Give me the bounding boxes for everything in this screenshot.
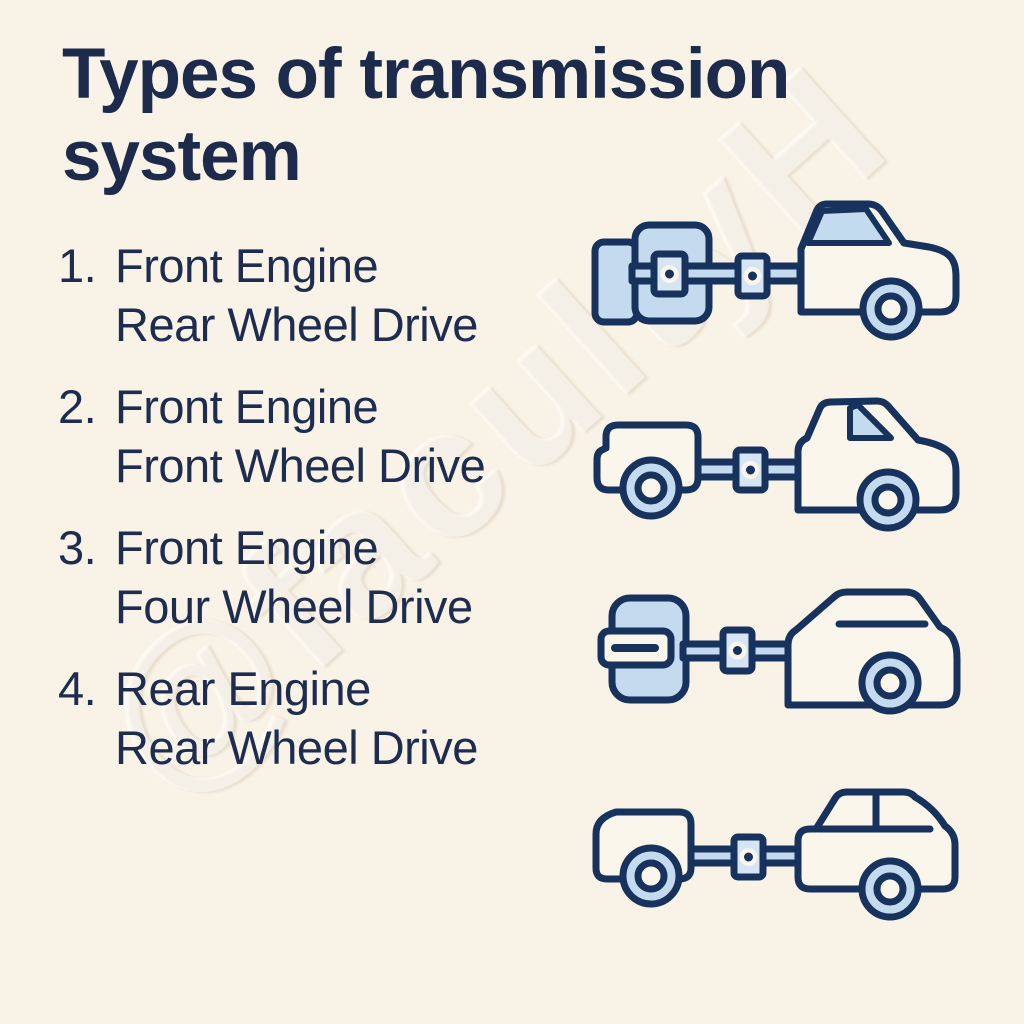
diagram-front-engine-rear-wheel-drive [591,200,960,341]
car-window [805,206,892,246]
list-item-number: 3. [58,521,97,574]
list-item-text: Rear Engine Rear Wheel Drive [115,659,478,777]
list-item-line1: Front Engine [115,239,379,292]
list-item-number: 1. [58,239,97,292]
list-item-line1: Rear Engine [115,662,371,715]
transmission-type-list: 1. Front Engine Rear Wheel Drive 2. Fron… [58,236,486,800]
list-item-text: Front Engine Rear Wheel Drive [115,236,478,354]
page-title: Types of transmission system [62,35,790,196]
list-item-line2: Rear Wheel Drive [115,298,478,351]
rear-wheel-hub [871,483,905,517]
list-item-4: 4. Rear Engine Rear Wheel Drive [58,659,485,777]
list-item-text: Front Engine Front Wheel Drive [115,377,486,495]
car-window [847,402,894,441]
car-body [794,788,959,893]
list-item-3: 3. Front Engine Four Wheel Drive [58,518,485,636]
joint-dot [744,852,753,862]
joint-dot [748,271,757,281]
list-item-line2: Four Wheel Drive [115,580,473,633]
rear-wheel-hub [873,666,907,700]
front-wheel-hub [634,859,668,893]
list-item-number: 4. [58,662,97,715]
gearbox-dot [665,269,674,279]
list-item-text: Front Engine Four Wheel Drive [115,518,473,636]
list-item-line2: Rear Wheel Drive [115,721,478,774]
list-item-line2: Front Wheel Drive [115,439,486,492]
list-item-2: 2. Front Engine Front Wheel Drive [58,377,486,495]
front-wheel-hub [634,471,668,505]
diagram-front-engine-front-wheel-drive [593,397,960,532]
joint-dot [733,646,742,655]
car-body [794,397,960,514]
list-item-line1: Front Engine [115,521,379,574]
rear-wheel-hub [874,292,908,326]
joint-dot [746,465,755,475]
rear-wheel-hub [873,872,907,906]
list-item-number: 2. [58,380,97,433]
list-item-line1: Front Engine [115,380,379,433]
list-item-1: 1. Front Engine Rear Wheel Drive [58,236,485,354]
diagram-rear-engine-rear-wheel-drive [592,788,959,921]
diagram-front-engine-four-wheel-drive [597,588,961,715]
